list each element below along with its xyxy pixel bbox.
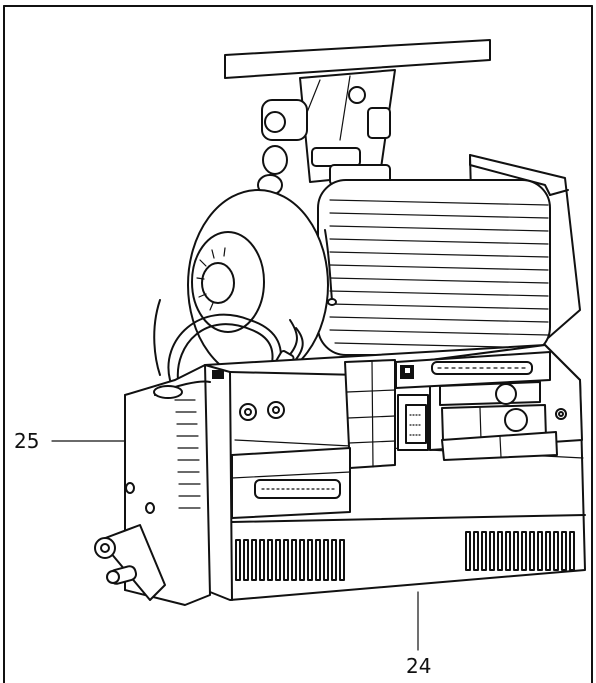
motor-body: [187, 154, 581, 381]
cooling-fins: [329, 199, 549, 349]
vent-slots-left: [235, 539, 345, 581]
end-cap-ticks: [196, 247, 226, 311]
callout-25-label: 25: [14, 429, 39, 453]
side-panel-ribs: [174, 399, 201, 509]
callout-24-label: 24: [406, 654, 431, 678]
hand-crank: [94, 524, 166, 601]
vent-slots-right: [465, 531, 575, 571]
control-panel: [212, 351, 567, 469]
front-port-cover: [231, 447, 351, 519]
page-border: [3, 5, 593, 683]
mounting-bracket: [224, 39, 491, 196]
